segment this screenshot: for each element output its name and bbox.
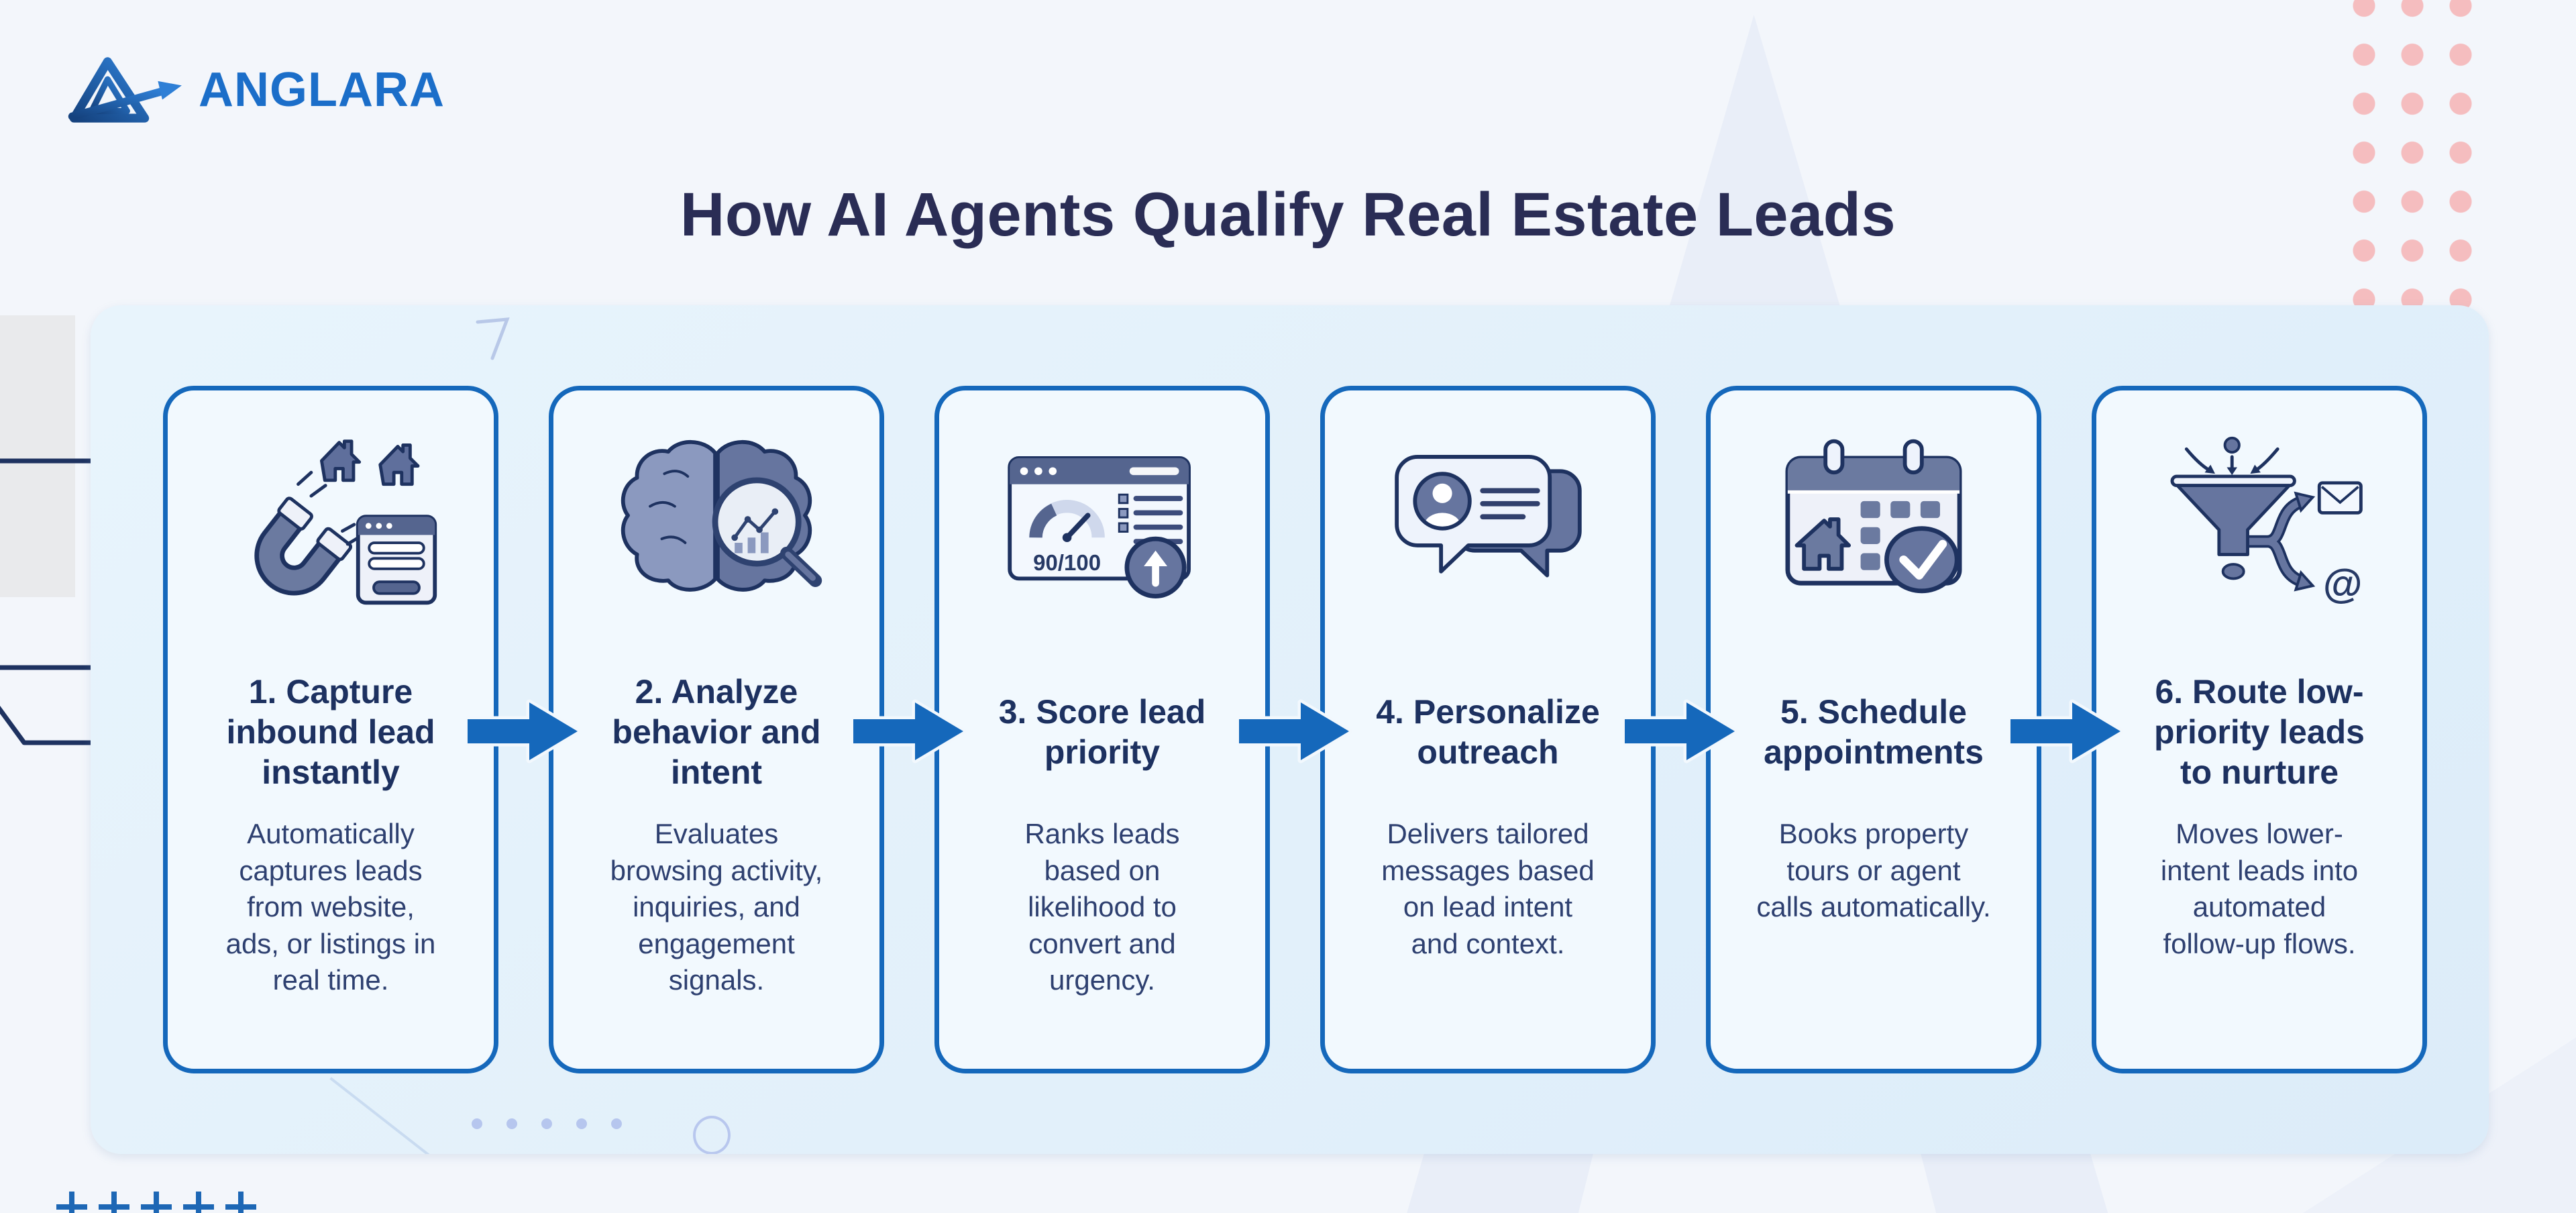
step-1-description: Automatically captures leads from websit… bbox=[225, 818, 436, 996]
pink-dot-grid-decor bbox=[2340, 0, 2486, 317]
flow-arrow-3-icon bbox=[1238, 699, 1352, 763]
step-card-5: 5. Schedule appointments Books property … bbox=[1706, 386, 2041, 1073]
funnel-route-email-icon: @ bbox=[2096, 390, 2422, 652]
lead-score-gauge-icon: 90/100 bbox=[939, 390, 1265, 652]
step-3-description: Ranks leads based on likelihood to conve… bbox=[1024, 818, 1180, 996]
step-6-title: 6. Route low- priority leads to nurture bbox=[2154, 673, 2365, 791]
step-2-title: 2. Analyze behavior and intent bbox=[612, 673, 821, 791]
magnet-attracting-houses-icon bbox=[168, 390, 494, 652]
plus-icon bbox=[99, 1192, 129, 1213]
at-sign-icon: @ bbox=[2323, 562, 2363, 606]
step-card-3: 90/100 3. Score lead priority bbox=[934, 386, 1270, 1073]
step-card-6: @ 6. Route low- priority leads to nurtur… bbox=[2092, 386, 2427, 1073]
step-2-description: Evaluates browsing activity, inquiries, … bbox=[610, 818, 823, 996]
step-card-2: 2. Analyze behavior and intent Evaluates… bbox=[549, 386, 884, 1073]
step-6-description: Moves lower- intent leads into automated… bbox=[2160, 818, 2359, 959]
brand-logo: ANGLARA bbox=[67, 56, 445, 123]
flow-arrow-1-icon bbox=[466, 699, 580, 763]
flow-arrow-2-icon bbox=[852, 699, 966, 763]
step-card-4: 4. Personalize outreach Delivers tailore… bbox=[1320, 386, 1656, 1073]
step-1-title: 1. Capture inbound lead instantly bbox=[226, 673, 435, 791]
brand-name: ANGLARA bbox=[199, 63, 445, 117]
plus-icon bbox=[141, 1192, 172, 1213]
step-card-1: 1. Capture inbound lead instantly Automa… bbox=[163, 386, 498, 1073]
chat-bubbles-avatar-icon bbox=[1325, 390, 1651, 652]
step-3-title: 3. Score lead priority bbox=[998, 693, 1206, 771]
step-4-description: Delivers tailored messages based on lead… bbox=[1381, 818, 1595, 959]
step-4-title: 4. Personalize outreach bbox=[1376, 693, 1600, 771]
page-title: How AI Agents Qualify Real Estate Leads bbox=[680, 180, 1896, 249]
step-5-title: 5. Schedule appointments bbox=[1764, 693, 1984, 771]
plus-icon bbox=[225, 1192, 256, 1213]
panel-circle-decor bbox=[693, 1116, 731, 1154]
calendar-house-check-icon bbox=[1711, 390, 2037, 652]
step-5-description: Books property tours or agent calls auto… bbox=[1756, 818, 1991, 923]
gray-block-decor bbox=[0, 315, 75, 597]
seven-sketch-decor bbox=[476, 317, 510, 360]
steps-panel: 1. Capture inbound lead instantly Automa… bbox=[91, 305, 2489, 1154]
brain-magnifier-analytics-icon bbox=[553, 390, 879, 652]
panel-dots-decor bbox=[472, 1118, 622, 1129]
sketch-line-decor bbox=[329, 1077, 469, 1154]
plus-icon bbox=[56, 1192, 87, 1213]
brand-logo-triangle-icon bbox=[68, 57, 182, 123]
plus-icon bbox=[183, 1192, 214, 1213]
lead-score-label: 90/100 bbox=[1033, 550, 1101, 575]
flow-arrow-5-icon bbox=[2009, 699, 2123, 763]
flow-arrow-4-icon bbox=[1623, 699, 1737, 763]
plus-row-decor bbox=[56, 1192, 256, 1213]
